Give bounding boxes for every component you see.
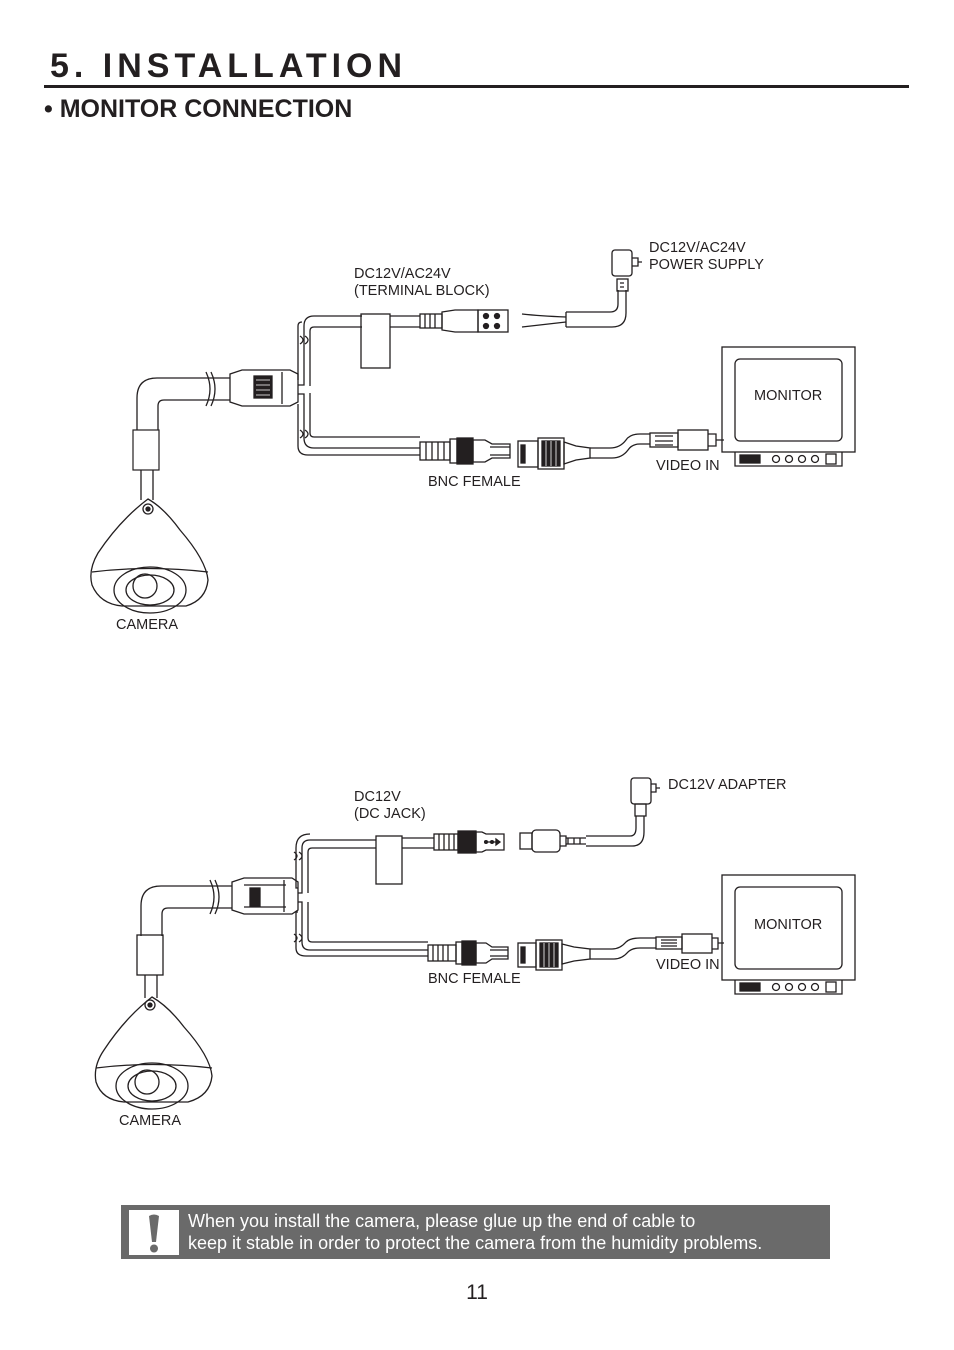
bnc-female-1 (419, 437, 511, 465)
bnc-female-label-2: BNC FEMALE (428, 971, 521, 987)
caution-text: When you install the camera, please glue… (188, 1210, 762, 1254)
adapter-label: DC12V ADAPTER (668, 777, 787, 793)
caution-text-line1: When you install the camera, please glue… (188, 1211, 696, 1231)
monitor-label-2: MONITOR (754, 917, 823, 933)
camera-label-2: CAMERA (119, 1113, 182, 1129)
exclamation-icon (129, 1210, 179, 1255)
bnc-female-label-1: BNC FEMALE (428, 474, 521, 490)
camera-dome-1 (90, 498, 209, 614)
cable-splitter-2 (231, 877, 299, 915)
camera-dome-2 (94, 996, 213, 1110)
power-supply-label-line2: POWER SUPPLY (649, 257, 764, 273)
terminal-block-1 (419, 309, 509, 333)
camera-label-1: CAMERA (116, 617, 179, 633)
bnc-male-1 (517, 433, 650, 470)
power-supply-label-line1: DC12V/AC24V (649, 240, 746, 256)
video-in-label-1: VIDEO IN (656, 458, 720, 474)
diagram-2 (94, 777, 856, 1110)
monitor-2 (721, 874, 856, 995)
power-supply-1 (521, 249, 642, 328)
dc-jack-label: DC12V (DC JACK) (354, 789, 426, 823)
dc-jack-2 (433, 830, 505, 854)
page-number: 11 (466, 1281, 488, 1304)
monitor-label-1: MONITOR (754, 388, 823, 404)
terminal-block-label-line1: DC12V/AC24V (354, 266, 451, 282)
section-title: • MONITOR CONNECTION (44, 95, 353, 123)
page-title: 5. INSTALLATION (50, 47, 408, 85)
dc-jack-label-line2: (DC JACK) (354, 806, 426, 822)
terminal-block-label-line2: (TERMINAL BLOCK) (354, 283, 490, 299)
bnc-female-2 (427, 940, 509, 966)
terminal-block-label: DC12V/AC24V (TERMINAL BLOCK) (354, 266, 490, 300)
caution-notice: When you install the camera, please glue… (121, 1205, 830, 1259)
rca-plug-2 (655, 933, 724, 954)
video-in-label-2: VIDEO IN (656, 957, 720, 973)
caution-text-line2: keep it stable in order to protect the c… (188, 1233, 763, 1253)
dc-adapter-2 (519, 777, 660, 853)
title-rule (44, 85, 909, 88)
cable-splitter-1 (229, 369, 299, 407)
dc-jack-label-line1: DC12V (354, 789, 401, 805)
monitor-1 (721, 346, 856, 467)
rca-plug-1 (649, 429, 724, 451)
power-supply-label: DC12V/AC24V POWER SUPPLY (649, 240, 764, 274)
diagram-1 (90, 249, 856, 614)
bnc-male-2 (517, 937, 656, 971)
